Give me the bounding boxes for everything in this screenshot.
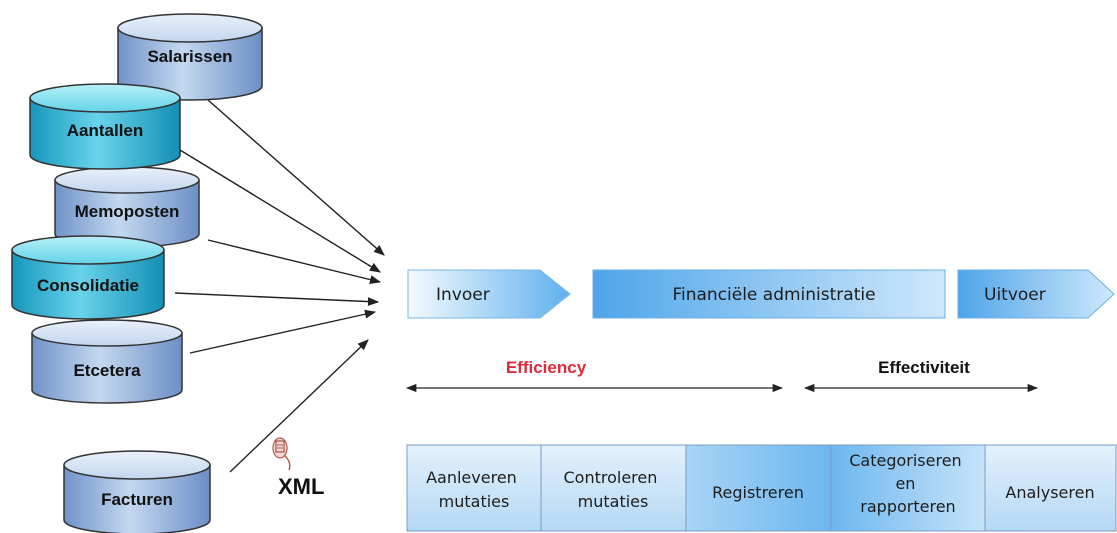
step-box-1	[406, 444, 542, 532]
step-box-5	[984, 444, 1117, 532]
xml-label: XML	[278, 474, 324, 499]
database-label: Consolidatie	[37, 276, 139, 295]
database-consolidatie: Consolidatie	[11, 235, 165, 320]
step-box-2	[540, 444, 687, 532]
process-main: Financiële administratie	[592, 269, 946, 319]
xml-icon	[272, 437, 291, 471]
database-label: Aantallen	[67, 121, 144, 140]
step-box-3	[685, 444, 832, 532]
step-box-4	[830, 444, 986, 532]
arrow-consolidatie	[174, 292, 380, 307]
database-label: Facturen	[101, 490, 173, 509]
steps-row: Aanleveren mutaties Controleren mutaties…	[406, 444, 1117, 532]
process-output-label: Uitvoer	[984, 285, 1046, 305]
process-row: Invoer Financiële administratie Uitvoer	[407, 269, 1115, 319]
arrow-facturen	[229, 339, 369, 473]
step-label: Registreren	[712, 483, 804, 502]
database-etcetera: Etcetera	[31, 319, 183, 404]
database-memoposten: Memoposten	[54, 166, 200, 248]
step-label: Analyseren	[1005, 483, 1094, 502]
database-salarissen: Salarissen	[117, 13, 263, 101]
process-main-label: Financiële administratie	[672, 285, 875, 305]
step-label: Aanleveren mutaties	[426, 468, 522, 511]
database-aantallen: Aantallen	[29, 83, 181, 170]
effectiviteit-label: Effectiviteit	[878, 358, 970, 377]
database-label: Memoposten	[75, 202, 180, 221]
arrow-salarissen	[207, 99, 385, 256]
process-input-label: Invoer	[436, 285, 490, 305]
database-label: Etcetera	[73, 361, 141, 380]
process-output: Uitvoer	[957, 269, 1115, 319]
database-facturen: Facturen	[63, 450, 211, 533]
database-label: Salarissen	[147, 47, 232, 66]
arrow-memoposten	[207, 239, 382, 284]
step-label: Controleren mutaties	[564, 468, 663, 511]
efficiency-label: Efficiency	[506, 358, 587, 377]
process-input: Invoer	[407, 269, 571, 319]
arrow-etcetera	[189, 309, 377, 354]
step-label: Categoriseren en rapporteren	[849, 451, 967, 516]
arrow-aantallen	[179, 149, 381, 273]
flow-arrows	[174, 99, 385, 473]
